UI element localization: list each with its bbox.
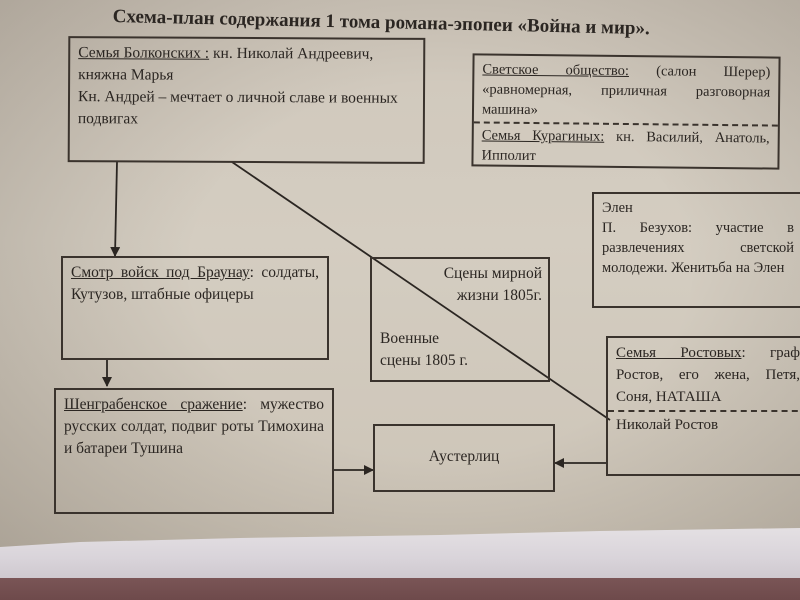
box-bezukhov: Элен П. Безухов: участие в развлечениях … <box>592 192 800 308</box>
society-heading: Светское общество: <box>482 61 630 80</box>
braunau-heading: Смотр войск под Браунау <box>71 264 250 281</box>
kuragin-heading: Семья Курагиных: <box>481 127 605 145</box>
rostov-members: : граф Ростов, его жена, Петя, Соня, НАТ… <box>616 345 800 405</box>
scenes-peace: Сцены мирной жизни 1805г. <box>443 265 542 304</box>
arrow-bolkonsky-to-braunau <box>110 161 121 257</box>
dashed-divider <box>608 410 800 412</box>
bolkonsky-heading: Семья Болконских : <box>78 44 210 62</box>
bezukhov-text: П. Безухов: участие в развлечениях светс… <box>602 220 794 276</box>
box-schongrabern-battle: Шенграбенское сражение: мужество русских… <box>54 388 334 514</box>
rostov-nikolai: Николай Ростов <box>616 417 719 433</box>
scenes-war: Военные сцены 1805 г. <box>380 330 468 369</box>
schongrabern-heading: Шенграбенское сражение <box>64 396 243 413</box>
rostov-heading: Семья Ростовых <box>616 345 742 361</box>
braunau-text: : солдаты, Кутузов, штабные офицеры <box>71 264 319 303</box>
bolkonsky-andrei: Кн. Андрей – мечтает о личной славе и во… <box>77 88 398 128</box>
box-scenes-1805: Сцены мирной жизни 1805г. Военные сцены … <box>370 257 550 382</box>
box-braunau-review: Смотр войск под Браунау: солдаты, Кутузо… <box>61 256 329 360</box>
dashed-divider <box>473 121 778 127</box>
table-surface <box>0 578 800 600</box>
box-austerlitz: Аустерлиц <box>373 424 555 492</box>
bezukhov-helene: Элен <box>602 200 633 216</box>
box-bolkonsky-family: Семья Болконских : кн. Николай Андреевич… <box>67 36 426 164</box>
schongrabern-text: : мужество русских солдат, подвиг роты Т… <box>64 396 324 457</box>
austerlitz-label: Аустерлиц <box>428 448 500 465</box>
diagonal-divider-line <box>231 161 611 421</box>
box-high-society: Светское общество: (салон Шерер) «равном… <box>471 53 781 170</box>
box-rostov-family: Семья Ростовых: граф Ростов, его жена, П… <box>606 336 800 476</box>
